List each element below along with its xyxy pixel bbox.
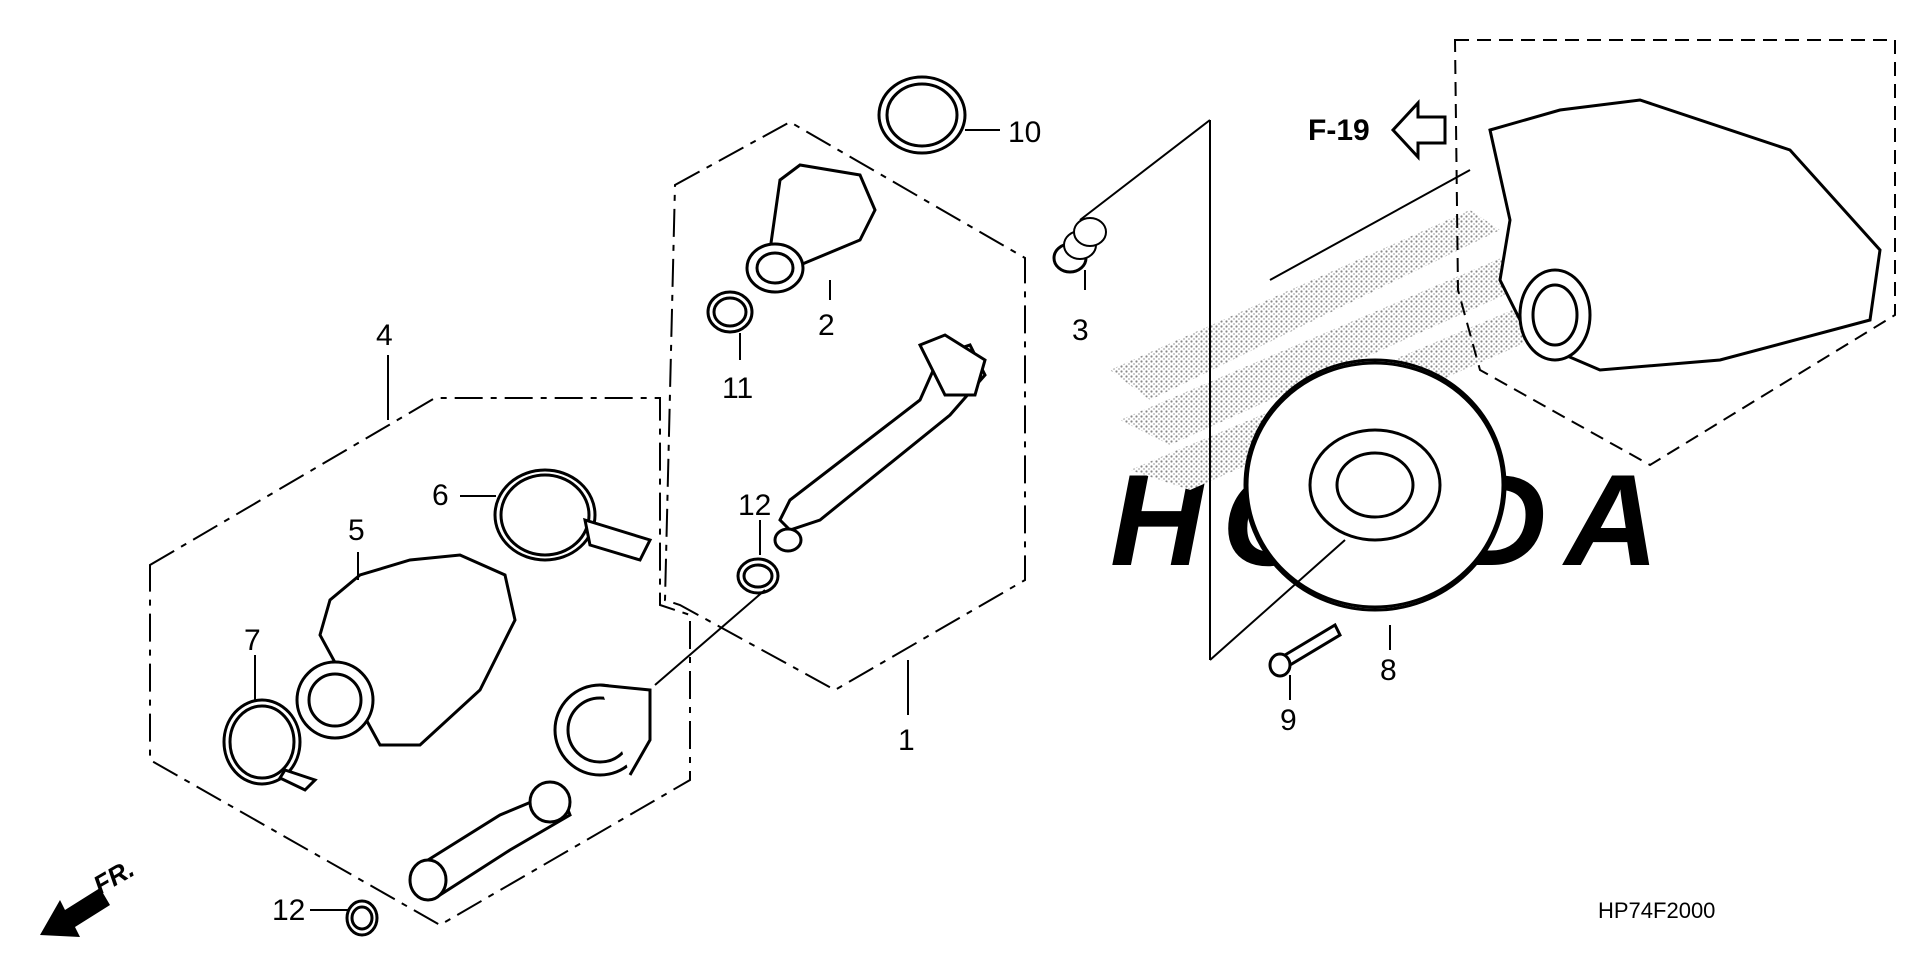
brake-disc-8 [1243, 358, 1507, 612]
knuckle [1488, 98, 1882, 372]
leader-lines [254, 119, 1471, 911]
o-ring-10 [877, 75, 967, 155]
callout-9: 9 [1280, 704, 1297, 737]
callout-5: 5 [348, 514, 365, 547]
callout-1: 1 [898, 724, 915, 757]
left-arrow-icon [1390, 99, 1447, 161]
knuckle-outline [1453, 39, 1896, 467]
callout-10: 10 [1008, 116, 1041, 149]
callout-6: 6 [432, 479, 449, 512]
callout-4: 4 [376, 319, 393, 352]
callout-11: 11 [722, 372, 753, 405]
callout-2: 2 [818, 309, 835, 342]
front-arrow-icon [40, 888, 110, 937]
callout-7: 7 [244, 624, 261, 657]
boot-5 [295, 553, 517, 747]
spring-3 [1052, 217, 1107, 274]
callout-12-upper: 12 [738, 489, 771, 522]
callout-labels: 10 2 11 3 4 5 6 7 12 1 12 8 9 [244, 116, 1397, 927]
ring-12-lower [345, 899, 379, 937]
ring-12-upper [736, 557, 780, 595]
assembly-1-outline [663, 120, 1026, 692]
bolt-9 [1268, 622, 1342, 678]
ref-arrow-f19[interactable]: F-19 [1308, 99, 1447, 161]
ring-11 [706, 290, 754, 334]
shaft-1 [773, 333, 987, 553]
band-6 [493, 468, 653, 562]
callout-3: 3 [1072, 314, 1089, 347]
band-7 [222, 698, 318, 792]
ref-arrow-label: F-19 [1308, 114, 1370, 147]
callout-12-lower: 12 [272, 894, 305, 927]
universal-joint [408, 780, 572, 902]
assembly-4-outline [149, 397, 691, 927]
diagram-reference-code: HP74F2000 [1598, 898, 1715, 923]
joint-2 [745, 163, 877, 294]
front-direction-indicator: FR. [40, 853, 139, 937]
bearing [553, 683, 652, 777]
callout-8: 8 [1380, 654, 1397, 687]
